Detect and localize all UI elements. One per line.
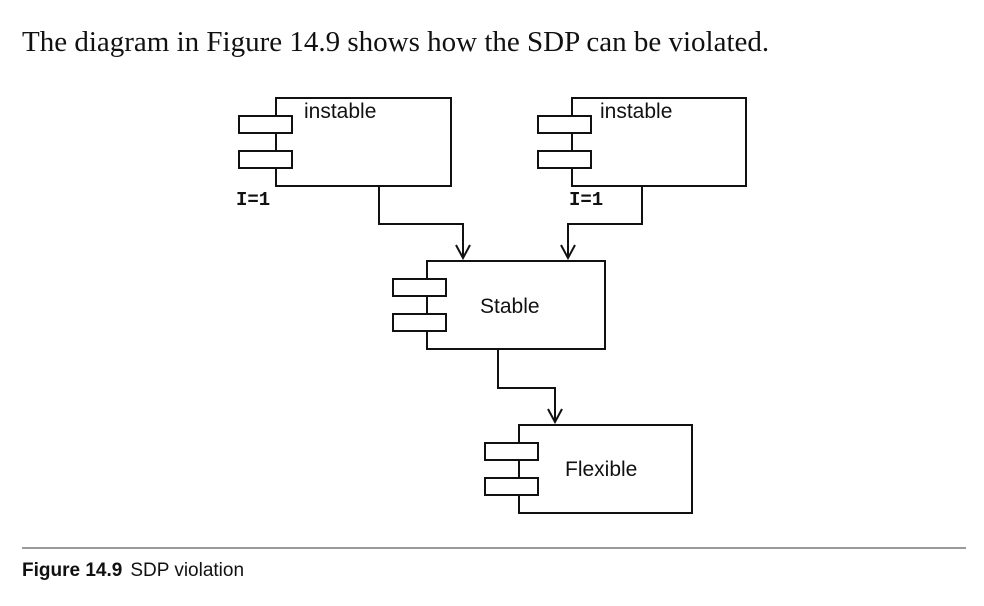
component-label: Stable — [480, 295, 540, 318]
component-stable: Stable — [392, 260, 606, 350]
component-body — [571, 97, 747, 187]
component-port-bottom — [537, 150, 592, 169]
dependency-arrow-stable-to-flexible — [497, 349, 563, 425]
component-body — [426, 260, 606, 350]
component-port-top — [238, 115, 293, 134]
component-port-top — [537, 115, 592, 134]
component-instable-left: instable I=1 — [236, 97, 452, 211]
intro-paragraph: The diagram in Figure 14.9 shows how the… — [22, 26, 770, 58]
component-label: instable — [304, 100, 376, 123]
component-port-top — [392, 278, 447, 297]
figure-caption: Figure 14.9 SDP violation — [22, 560, 244, 582]
caption-divider — [22, 547, 966, 549]
instability-label: I=1 — [236, 189, 270, 211]
instability-label: I=1 — [569, 189, 603, 211]
component-port-bottom — [392, 313, 447, 332]
figure-number: Figure 14.9 — [22, 560, 123, 581]
component-body — [275, 97, 452, 187]
component-port-bottom — [484, 477, 539, 496]
component-port-bottom — [238, 150, 293, 169]
figure-caption-text: SDP violation — [130, 560, 245, 581]
component-label: instable — [600, 100, 672, 123]
component-label: Flexible — [565, 458, 637, 481]
dependency-arrow-right-to-stable — [560, 186, 643, 261]
dependency-arrow-left-to-stable — [378, 186, 471, 261]
component-body — [518, 424, 693, 514]
component-instable-right: instable I=1 — [537, 97, 747, 211]
component-port-top — [484, 442, 539, 461]
component-flexible: Flexible — [484, 424, 693, 514]
